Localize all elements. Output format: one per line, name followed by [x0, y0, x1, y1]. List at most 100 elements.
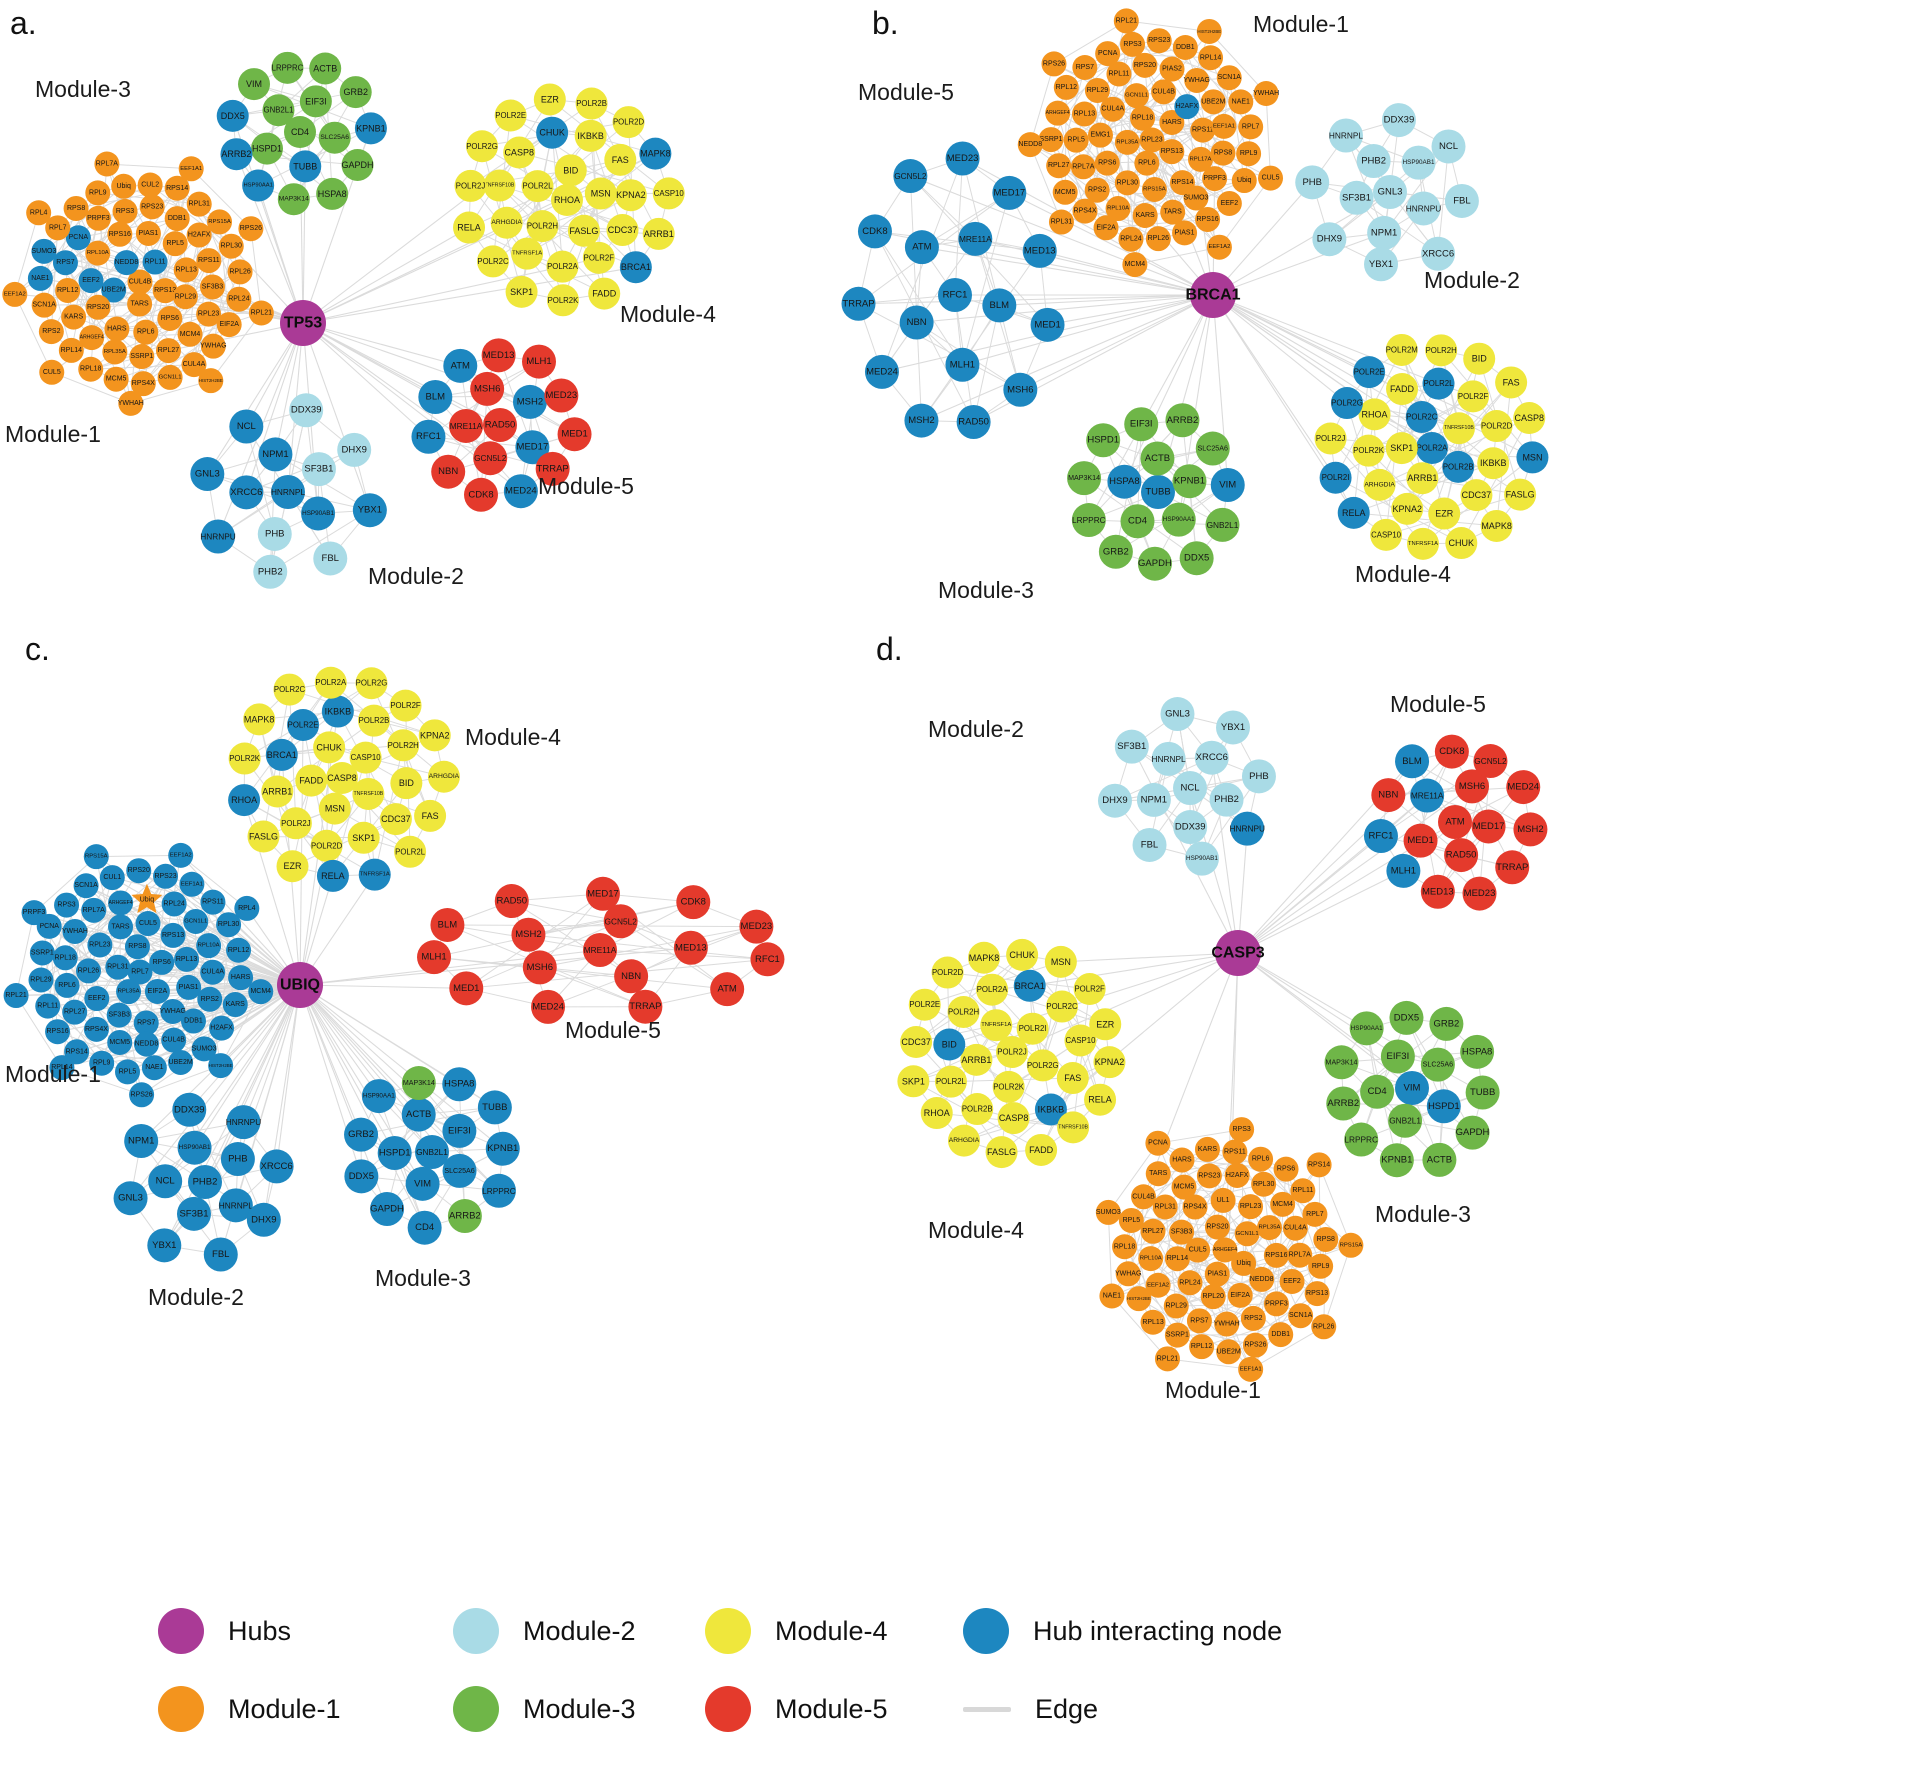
- node-rpl12[interactable]: RPL12: [1053, 74, 1079, 100]
- node-med23[interactable]: MED23: [1462, 876, 1497, 911]
- node-polr2k[interactable]: POLR2K: [228, 742, 261, 775]
- node-polr2f[interactable]: POLR2F: [1073, 973, 1106, 1006]
- node-cul5[interactable]: CUL5: [1258, 165, 1284, 191]
- node-ezr[interactable]: EZR: [276, 850, 309, 883]
- node-ubiq[interactable]: Ubiq: [1231, 1250, 1257, 1276]
- node-rpl17a[interactable]: RPL17A: [1188, 146, 1214, 172]
- node-rpl18[interactable]: RPL18: [52, 945, 78, 971]
- node-rhoa[interactable]: RHOA: [228, 784, 261, 817]
- node-lrpprc[interactable]: LRPPRC: [1344, 1122, 1379, 1157]
- node-rps26[interactable]: RPS26: [129, 1082, 155, 1108]
- node-arhgdia[interactable]: ARHGDIA: [490, 206, 523, 239]
- node-arrb2[interactable]: ARRB2: [1165, 403, 1200, 438]
- node-lrpprc[interactable]: LRPPRC: [271, 51, 304, 84]
- node-rpl7a[interactable]: RPL7A: [94, 151, 120, 177]
- node-prpf3[interactable]: PRPF3: [85, 205, 111, 231]
- node-hsp90aa1[interactable]: HSP90AA1: [1349, 1011, 1384, 1046]
- node-polr2g[interactable]: POLR2G: [1330, 387, 1363, 420]
- node-med17[interactable]: MED17: [585, 876, 620, 911]
- node-polr2k[interactable]: POLR2K: [992, 1070, 1025, 1103]
- node-mapk8[interactable]: MAPK8: [1480, 509, 1513, 542]
- node-hars[interactable]: HARS: [1159, 109, 1185, 135]
- node-fadd[interactable]: FADD: [588, 277, 621, 310]
- node-rps20[interactable]: RPS20: [85, 294, 111, 320]
- node-pcna[interactable]: PCNA: [1095, 41, 1121, 67]
- node-rps26[interactable]: RPS26: [238, 216, 264, 242]
- node-msh2[interactable]: MSH2: [511, 917, 546, 952]
- node-arhgdia[interactable]: ARHGDIA: [1363, 468, 1396, 501]
- node-msh6[interactable]: MSH6: [470, 371, 505, 406]
- node-nbn[interactable]: NBN: [614, 959, 649, 994]
- node-casp10[interactable]: CASP10: [1370, 518, 1403, 551]
- node-fas[interactable]: FAS: [1495, 366, 1528, 399]
- node-polr2e[interactable]: POLR2E: [494, 99, 527, 132]
- node-h2afx[interactable]: H2AFX: [1174, 94, 1200, 120]
- node-kpna2[interactable]: KPNA2: [418, 719, 451, 752]
- node-pcna[interactable]: PCNA: [1145, 1130, 1171, 1156]
- node-actb[interactable]: ACTB: [401, 1097, 436, 1132]
- node-rps3[interactable]: RPS3: [54, 892, 80, 918]
- node-hsp90ab1[interactable]: HSP90AB1: [1184, 841, 1219, 876]
- node-trrap[interactable]: TRRAP: [841, 286, 876, 321]
- node-rps6[interactable]: RPS6: [157, 306, 183, 332]
- node-pias1[interactable]: PIAS1: [176, 974, 202, 1000]
- node-rpl23[interactable]: RPL23: [87, 932, 113, 958]
- node-msh6[interactable]: MSH6: [522, 950, 557, 985]
- node-eef1a2[interactable]: EEF1A2: [2, 281, 28, 307]
- node-hnrnpl[interactable]: HNRNPL: [1152, 741, 1187, 776]
- node-rps2[interactable]: RPS2: [1084, 177, 1110, 203]
- node-rpl6[interactable]: RPL6: [133, 319, 159, 345]
- node-rpl7a[interactable]: RPL7A: [81, 897, 107, 923]
- node-rps2[interactable]: RPS2: [1240, 1305, 1266, 1331]
- node-nedd8[interactable]: NEDD8: [133, 1031, 159, 1057]
- node-rpl26[interactable]: RPL26: [1311, 1314, 1337, 1340]
- node-ikbkb[interactable]: IKBKB: [1477, 447, 1510, 480]
- node-cul2[interactable]: CUL2: [137, 172, 163, 198]
- node-h2afx[interactable]: H2AFX: [209, 1015, 235, 1041]
- node-polr2e[interactable]: POLR2E: [1353, 356, 1386, 389]
- node-rpl24[interactable]: RPL24: [161, 891, 187, 917]
- node-rpl6[interactable]: RPL6: [54, 972, 80, 998]
- node-eif2a[interactable]: EIF2A: [1227, 1282, 1253, 1308]
- node-rps23[interactable]: RPS23: [153, 863, 179, 889]
- node-ddx39[interactable]: DDX39: [289, 393, 324, 428]
- node-med23[interactable]: MED23: [739, 909, 774, 944]
- node-rfc1[interactable]: RFC1: [411, 419, 446, 454]
- node-rpl7[interactable]: RPL7: [127, 959, 153, 985]
- node-mcm5[interactable]: MCM5: [1171, 1174, 1197, 1200]
- node-rps8[interactable]: RPS8: [1313, 1226, 1339, 1252]
- node-grb2[interactable]: GRB2: [1429, 1006, 1464, 1041]
- node-casp10[interactable]: CASP10: [652, 177, 685, 210]
- node-ybx1[interactable]: YBX1: [352, 493, 387, 528]
- node-rpl31[interactable]: RPL31: [1048, 209, 1074, 235]
- node-phb2[interactable]: PHB2: [253, 554, 288, 589]
- node-kars[interactable]: KARS: [1132, 203, 1158, 229]
- node-hnrnpl[interactable]: HNRNPL: [271, 475, 306, 509]
- node-chuk[interactable]: CHUK: [1006, 938, 1039, 971]
- node-cd4[interactable]: CD4: [1120, 504, 1155, 539]
- node-rpl27[interactable]: RPL27: [62, 999, 88, 1025]
- node-arhgef4[interactable]: ARHGEF4: [1212, 1237, 1238, 1263]
- node-rpl11[interactable]: RPL11: [142, 249, 168, 275]
- node-cul4b[interactable]: CUL4B: [161, 1027, 187, 1053]
- node-npm1[interactable]: NPM1: [124, 1123, 159, 1158]
- node-ddx39[interactable]: DDX39: [172, 1092, 207, 1127]
- node-ikbkb[interactable]: IKBKB: [321, 695, 354, 728]
- node-rad50[interactable]: RAD50: [956, 404, 991, 439]
- node-slc25a6[interactable]: SLC25A6: [318, 121, 351, 154]
- node-prpf3[interactable]: PRPF3: [1263, 1291, 1289, 1317]
- node-arrb2[interactable]: ARRB2: [447, 1199, 482, 1234]
- node-polr2a[interactable]: POLR2A: [546, 250, 579, 283]
- node-ddx39[interactable]: DDX39: [1173, 810, 1208, 845]
- node-ywhag[interactable]: YWHAG: [160, 998, 186, 1024]
- node-med13[interactable]: MED13: [673, 930, 708, 965]
- node-nedd8[interactable]: NEDD8: [113, 250, 139, 276]
- node-med13[interactable]: MED13: [1420, 874, 1455, 909]
- node-xrcc6[interactable]: XRCC6: [229, 475, 264, 510]
- node-ezr[interactable]: EZR: [533, 83, 566, 116]
- node-ywhah[interactable]: YWHAH: [118, 390, 144, 416]
- node-msh2[interactable]: MSH2: [904, 403, 939, 438]
- node-ncl[interactable]: NCL: [1173, 771, 1207, 805]
- node-polr2h[interactable]: POLR2H: [947, 995, 980, 1028]
- node-arrb1[interactable]: ARRB1: [261, 775, 294, 808]
